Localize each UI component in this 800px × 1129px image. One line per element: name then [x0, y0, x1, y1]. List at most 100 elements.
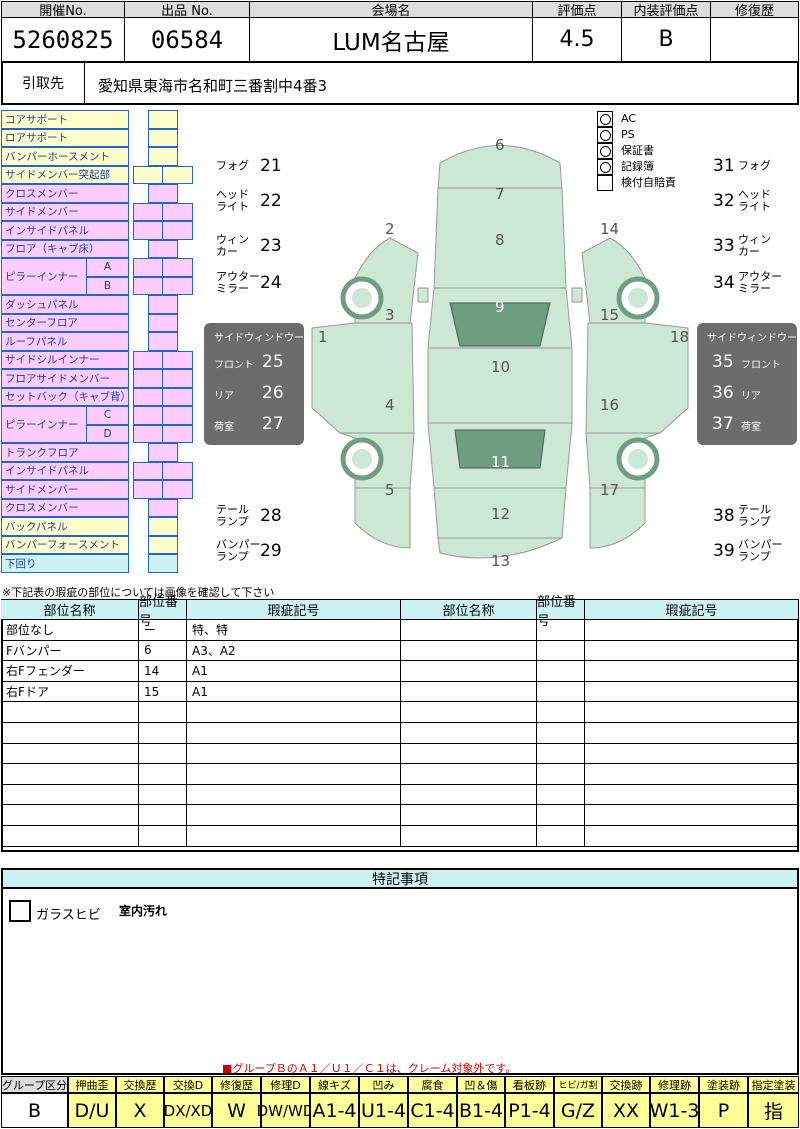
car-part-number: 5 [385, 481, 395, 499]
damage-table-cell [537, 743, 585, 765]
remarks-text: 室内汚れ [119, 904, 168, 918]
part-check-box[interactable] [148, 498, 178, 517]
part-check-box[interactable] [133, 480, 163, 499]
part-check-box[interactable] [133, 406, 163, 425]
damage-table-cell [1, 805, 139, 826]
legend-label: 看板跡 [505, 1076, 554, 1093]
part-check-box[interactable] [162, 369, 193, 388]
part-check-box[interactable] [133, 387, 163, 406]
part-label: サイドシルインナー [1, 350, 129, 369]
pickup-label: 引取先 [1, 61, 85, 105]
damage-table-cell [401, 764, 537, 785]
damage-table-cell: 右Fフェンダー [1, 661, 139, 682]
equipment-checkbox[interactable] [597, 175, 613, 191]
equipment-label: PS [621, 128, 635, 141]
legend-label: 押曲歪 [68, 1076, 116, 1093]
part-check-box[interactable] [133, 424, 163, 443]
part-label: クロスメンバー [1, 498, 129, 517]
equipment-checkbox[interactable] [597, 111, 613, 127]
repair-history-label: 修復歴 [710, 1, 799, 19]
part-check-box[interactable] [148, 313, 178, 332]
interior-score-value: B [621, 17, 711, 62]
damage-table-cell [1, 702, 139, 723]
legend-label: 交換D [164, 1076, 212, 1093]
part-label: インサイドパネル [1, 461, 129, 480]
legend-label: 塗装跡 [699, 1076, 748, 1093]
equipment-checkbox[interactable] [597, 159, 613, 175]
part-check-box[interactable] [162, 461, 193, 480]
part-check-box[interactable] [148, 184, 178, 203]
part-check-box[interactable] [162, 276, 193, 295]
part-check-box[interactable] [148, 332, 178, 351]
part-label: インサイドパネル [1, 221, 129, 240]
glass-crack-checkbox[interactable] [9, 900, 31, 922]
part-check-box[interactable] [162, 350, 193, 369]
side-window-label: リア [214, 391, 234, 402]
damage-table-cell [401, 620, 537, 641]
part-check-box[interactable] [162, 258, 193, 277]
part-check-box[interactable] [133, 350, 163, 369]
equipment-label: AC [621, 112, 637, 125]
damage-table-cell [1, 784, 139, 806]
side-window-number: 27 [262, 414, 284, 434]
car-part-number: 2 [385, 220, 395, 238]
car-part-number: 15 [600, 306, 620, 324]
equipment-checkbox[interactable] [597, 143, 613, 159]
part-check-box[interactable] [162, 406, 193, 425]
damage-table-cell [401, 743, 537, 765]
equipment-checkbox[interactable] [597, 127, 613, 143]
part-check-box[interactable] [148, 110, 178, 129]
item-number: 21 [260, 156, 282, 176]
part-check-box[interactable] [133, 276, 163, 295]
part-check-box[interactable] [148, 295, 178, 314]
part-check-box[interactable] [162, 424, 193, 443]
part-check-box[interactable] [148, 554, 178, 573]
side-window-label: フロント [214, 360, 254, 371]
lot-no-label: 出品 No. [124, 1, 250, 19]
damage-table-cell [1, 723, 139, 744]
part-check-box[interactable] [162, 221, 193, 240]
part-check-box[interactable] [148, 147, 178, 166]
car-rear-window [454, 429, 546, 469]
item-label: カー [738, 245, 760, 258]
part-check-box[interactable] [133, 461, 163, 480]
interior-score-label: 内装評価点 [621, 1, 711, 19]
part-check-box[interactable] [162, 480, 193, 499]
part-check-box[interactable] [133, 165, 163, 184]
damage-table-cell [139, 723, 187, 744]
item-number: 29 [260, 541, 282, 561]
car-part-number: 9 [495, 298, 505, 316]
item-number: 39 [713, 541, 735, 561]
damage-table-header: 部位名称 [401, 600, 537, 620]
part-check-box[interactable] [133, 369, 163, 388]
part-check-box[interactable] [133, 221, 163, 240]
part-check-box[interactable] [148, 128, 178, 147]
side-window-left-title: サイドウィンドウー [214, 333, 304, 344]
car-front-bumper [437, 145, 563, 189]
part-check-box[interactable] [162, 387, 193, 406]
item-label: ライト [216, 200, 249, 213]
damage-table-cell [401, 640, 537, 662]
part-check-box[interactable] [162, 165, 193, 184]
car-part-number: 18 [670, 328, 690, 346]
damage-table-cell [537, 640, 585, 662]
car-part-number: 7 [495, 185, 505, 203]
part-check-box[interactable] [148, 239, 178, 258]
part-check-box[interactable] [148, 443, 178, 462]
legend-label: 修理跡 [650, 1076, 699, 1093]
part-check-box[interactable] [148, 535, 178, 554]
car-part-number: 10 [491, 358, 511, 376]
part-check-box[interactable] [162, 202, 193, 221]
car-part-number: 14 [600, 220, 620, 238]
legend-label: 凹み [359, 1076, 408, 1093]
lot-no-value: 06584 [124, 17, 250, 62]
part-check-box[interactable] [133, 202, 163, 221]
part-label: クロスメンバー [1, 184, 129, 203]
damage-table-cell: 15 [139, 681, 187, 703]
part-check-box[interactable] [148, 517, 178, 536]
part-label: ダッシュパネル [1, 295, 129, 314]
legend-value: W1-3 [650, 1093, 699, 1128]
item-number: 24 [260, 273, 282, 293]
item-label: カー [216, 245, 238, 258]
part-check-box[interactable] [133, 258, 163, 277]
